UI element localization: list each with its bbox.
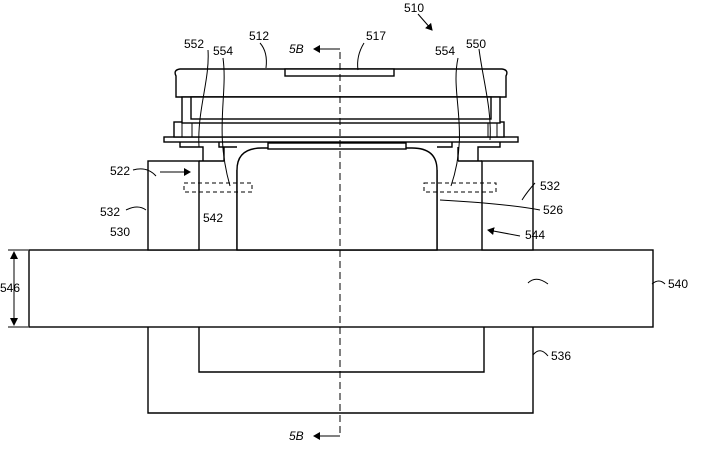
label-546: 546 (0, 281, 20, 295)
label-542: 542 (203, 211, 223, 225)
substrate-540 (29, 250, 653, 327)
label-554-left: 554 (213, 44, 233, 58)
label-517: 517 (366, 29, 386, 43)
label-532-left: 532 (100, 205, 120, 219)
interlayer-stack (174, 122, 504, 137)
label-512: 512 (249, 29, 269, 43)
label-510: 510 (404, 1, 424, 15)
central-body (237, 148, 437, 250)
section-label-top: 5B (289, 42, 304, 56)
bracket-552 (180, 141, 237, 161)
bracket-550 (437, 141, 500, 161)
label-540: 540 (668, 277, 688, 291)
label-554-right: 554 (435, 44, 455, 58)
label-522: 522 (110, 164, 130, 178)
label-552: 552 (184, 37, 204, 51)
label-532-right: 532 (540, 179, 560, 193)
label-550: 550 (466, 37, 486, 51)
label-526: 526 (543, 203, 563, 217)
arrow-510 (418, 14, 432, 30)
label-536: 536 (551, 349, 571, 363)
label-530: 530 (110, 225, 130, 239)
dome-cap (268, 143, 406, 149)
section-label-bottom: 5B (289, 429, 304, 443)
label-544: 544 (525, 228, 545, 242)
flange-plate (164, 137, 518, 142)
